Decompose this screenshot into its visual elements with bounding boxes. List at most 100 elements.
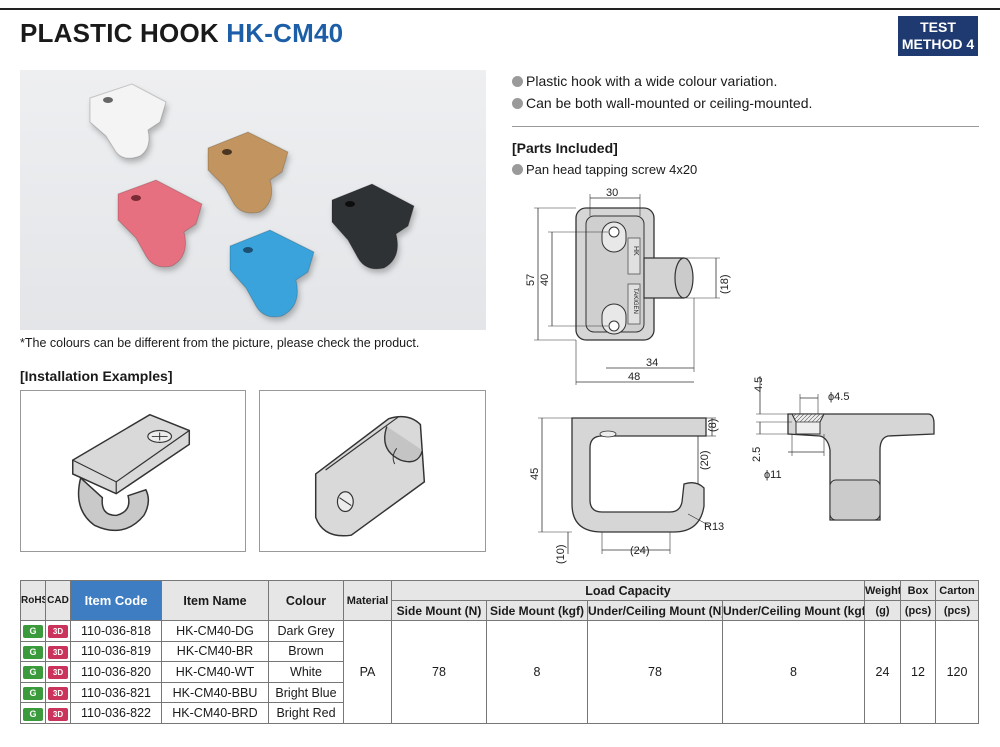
header-box: Box [900, 580, 936, 601]
cad-3d-icon[interactable]: 3D [48, 707, 68, 721]
weight-cell: 24 [864, 620, 901, 724]
test-method-badge: TEST METHOD 4 [898, 16, 978, 56]
header-side-n: Side Mount (N) [391, 600, 487, 621]
item-code-cell: 110-036-821 [70, 681, 162, 704]
dim-height-45: 45 [529, 468, 541, 480]
badge-line-1: TEST [920, 19, 956, 35]
hook-pink [117, 179, 203, 268]
header-side-kgf: Side Mount (kgf) [486, 600, 588, 621]
dim-opening: (24) [630, 545, 650, 557]
header-weight: Weight [864, 580, 901, 601]
item-name-cell: HK-CM40-WT [161, 661, 269, 683]
colour-cell: White [268, 661, 344, 683]
cad-3d-icon[interactable]: 3D [48, 645, 68, 659]
hook-black [331, 183, 415, 270]
dim-height-57: 57 [525, 274, 537, 286]
installation-heading: [Installation Examples] [20, 368, 173, 384]
dim-counterbore-diameter: ϕ11 [764, 469, 782, 481]
item-name-cell: HK-CM40-BBU [161, 681, 269, 704]
dim-depth-48: 48 [628, 371, 640, 383]
header-material: Material [343, 580, 392, 621]
parts-item: Pan head tapping screw 4x20 [512, 162, 697, 177]
page-title: PLASTIC HOOK HK-CM40 [20, 18, 343, 49]
under-n-cell: 78 [587, 620, 723, 724]
section-view-drawing: ϕ4.5 4.5 2.5 ϕ11 [748, 370, 948, 535]
cad-3d-icon[interactable]: 3D [48, 687, 68, 701]
header-rohs: RoHS [20, 580, 46, 621]
front-view-drawing: HK TAKIGEN 30 57 40 (18) 34 48 [520, 186, 760, 386]
dim-depth-2-5: 2.5 [751, 447, 763, 462]
section-divider [512, 126, 979, 127]
dim-hook-diameter: (18) [719, 274, 731, 294]
side-n-cell: 78 [391, 620, 487, 724]
feature-list: Plastic hook with a wide colour variatio… [512, 70, 982, 114]
item-code-cell: 110-036-822 [70, 702, 162, 724]
rohs-icon: G [23, 645, 43, 659]
bullet-icon [512, 164, 523, 175]
front-mark-brand: TAKIGEN [632, 288, 638, 314]
header-under-n: Under/Ceiling Mount (N) [587, 600, 723, 621]
dim-bottom: (10) [555, 544, 567, 564]
header-item-code: Item Code [70, 580, 162, 621]
top-rule [0, 8, 1000, 10]
dim-radius: R13 [704, 521, 724, 533]
title-model: HK-CM40 [226, 18, 344, 48]
wall-mount-illustration [314, 415, 426, 537]
dim-inner-gap: (20) [699, 450, 711, 470]
header-carton: Carton [935, 580, 979, 601]
header-under-kgf: Under/Ceiling Mount (kgf) [722, 600, 865, 621]
front-mark-hk: HK [632, 246, 639, 256]
header-weight-unit: (g) [864, 600, 901, 621]
product-photo [20, 70, 486, 330]
colour-cell: Bright Blue [268, 681, 344, 704]
feature-item: Can be both wall-mounted or ceiling-moun… [512, 92, 982, 114]
installation-example-ceiling [20, 390, 246, 552]
table-row: G 3D 110-036-819 HK-CM40-BR Brown [20, 640, 979, 663]
hook-brown [207, 131, 289, 214]
carton-cell: 120 [935, 620, 979, 724]
item-name-cell: HK-CM40-BRD [161, 702, 269, 724]
item-name-cell: HK-CM40-BR [161, 640, 269, 663]
material-cell: PA [343, 620, 392, 724]
bullet-icon [512, 76, 523, 87]
item-code-cell: 110-036-819 [70, 640, 162, 663]
rohs-icon: G [23, 687, 43, 701]
dim-depth-4-5: 4.5 [753, 377, 765, 392]
hook-blue [229, 229, 315, 318]
header-colour: Colour [268, 580, 344, 621]
dim-hole-diameter: ϕ4.5 [828, 391, 849, 403]
item-code-cell: 110-036-818 [70, 620, 162, 642]
cad-3d-icon[interactable]: 3D [48, 625, 68, 639]
feature-item: Plastic hook with a wide colour variatio… [512, 70, 982, 92]
installation-example-wall [259, 390, 486, 552]
dim-plate-thickness: (8) [707, 419, 719, 432]
header-carton-unit: (pcs) [935, 600, 979, 621]
header-item-name: Item Name [161, 580, 269, 621]
item-name-cell: HK-CM40-DG [161, 620, 269, 642]
product-photo-illustration [89, 83, 415, 318]
rohs-icon: G [23, 625, 43, 639]
bullet-icon [512, 98, 523, 109]
cad-3d-icon[interactable]: 3D [48, 666, 68, 680]
title-prefix: PLASTIC HOOK [20, 18, 219, 48]
badge-line-2: METHOD 4 [901, 36, 975, 52]
side-view-drawing: (8) (20) 45 R13 (10) (24) [520, 408, 740, 568]
rohs-icon: G [23, 707, 43, 721]
parts-included-heading: [Parts Included] [512, 140, 618, 156]
dim-width-30: 30 [606, 187, 618, 199]
header-load-capacity: Load Capacity [391, 580, 865, 601]
item-code-cell: 110-036-820 [70, 661, 162, 683]
table-row: G 3D 110-036-818 HK-CM40-DG Dark Grey PA… [20, 620, 979, 724]
side-kgf-cell: 8 [486, 620, 588, 724]
dim-height-40: 40 [539, 274, 551, 286]
colour-cell: Brown [268, 640, 344, 663]
ceiling-mount-illustration [72, 413, 191, 532]
box-cell: 12 [900, 620, 936, 724]
dim-depth-34: 34 [646, 357, 658, 369]
colour-disclaimer: *The colours can be different from the p… [20, 336, 420, 350]
colour-cell: Dark Grey [268, 620, 344, 642]
hook-white [89, 83, 167, 159]
colour-cell: Bright Red [268, 702, 344, 724]
table-row: G 3D 110-036-822 HK-CM40-BRD Bright Red [20, 702, 979, 724]
spec-table: RoHS CAD Item Code Item Name Colour Mate… [20, 580, 979, 724]
